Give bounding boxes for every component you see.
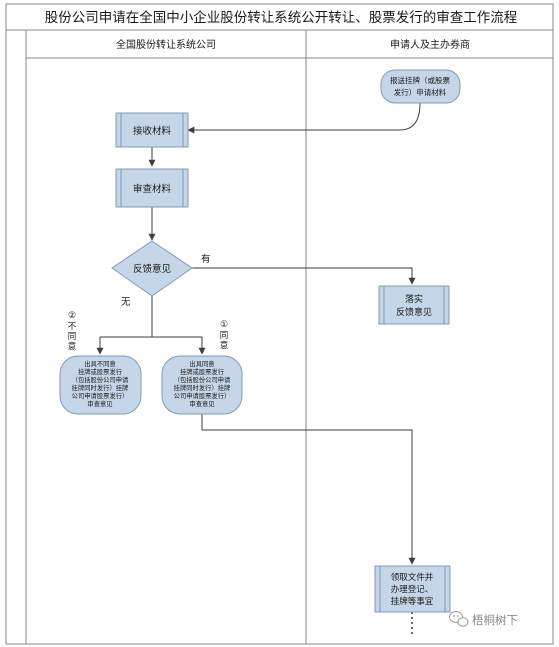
- connector-feedback-no-branch: [100, 296, 202, 338]
- node-submit-line-2: 发行）申请材料: [394, 87, 447, 97]
- label-agree-num: ①: [220, 320, 228, 330]
- node-agree-line-5: 公司申请股票发行）: [174, 391, 231, 400]
- label-agree: ① 同 意: [220, 320, 229, 351]
- node-disagree-line-4: 挂牌同时发行）挂牌: [72, 383, 129, 392]
- label-disagree-num: ②: [68, 311, 76, 321]
- node-disagree-line-5: 公司申请股票发行）: [72, 391, 129, 400]
- label-yes: 有: [201, 253, 211, 265]
- node-review-label: 审查材料: [133, 183, 172, 195]
- node-implement-line-1: 落实: [405, 293, 423, 305]
- node-collect-line-2: 办理登记、: [391, 584, 434, 595]
- label-disagree-char-1: 不: [68, 322, 77, 332]
- label-agree-char-1: 同: [220, 331, 229, 341]
- node-disagree-line-6: 审查意见: [87, 399, 112, 408]
- node-agree-opinion: 出具同意 挂牌或股票发行 （包括股份公司申请 挂牌同时发行）挂牌 公司申请股票发…: [161, 355, 243, 415]
- node-agree-line-6: 审查意见: [189, 399, 214, 408]
- outer-frame: [5, 3, 554, 645]
- node-implement-line-2: 反馈意见: [396, 306, 432, 318]
- node-agree-line-3: （包括股份公司申请: [174, 375, 231, 384]
- node-disagree-opinion: 出具不同意 挂牌或股票发行 （包括股份公司申请 挂牌同时发行）挂牌 公司申请股票…: [59, 355, 142, 415]
- node-collect-line-1: 领取文件并: [391, 572, 434, 583]
- node-submit: 报送挂牌（或股票 发行）申请材料: [380, 69, 461, 104]
- node-receive: 接收材料: [115, 112, 189, 148]
- node-implement: 落实 反馈意见: [378, 285, 450, 325]
- node-disagree-line-2: 挂牌或股票发行: [78, 367, 123, 376]
- wechat-icon: [449, 611, 469, 627]
- lane-title-left: 全国股份转让系统公司: [116, 38, 216, 51]
- watermark-text: 梧桐树下: [472, 613, 518, 627]
- node-feedback-decision: 反馈意见: [111, 240, 193, 297]
- watermark: 梧桐树下: [449, 611, 518, 627]
- node-disagree-line-3: （包括股份公司申请: [72, 375, 129, 384]
- connector-feedback-yes: [192, 267, 416, 285]
- label-disagree-char-2: 同: [68, 332, 77, 342]
- label-no: 无: [121, 297, 131, 308]
- node-agree-line-1: 出具同意: [189, 359, 214, 368]
- label-agree-char-2: 意: [220, 340, 229, 351]
- node-submit-line-1: 报送挂牌（或股票: [390, 75, 450, 85]
- node-feedback-label: 反馈意见: [133, 263, 171, 275]
- node-collect: 领取文件并 办理登记、 挂牌等事宜: [374, 565, 451, 613]
- page-title: 股份公司申请在全国中小企业股份转让系统公开转让、股票发行的审查工作流程: [45, 9, 518, 26]
- node-agree-line-4: 挂牌同时发行）挂牌: [174, 383, 231, 392]
- label-disagree-char-3: 意: [68, 341, 77, 352]
- connector-submit-to-receive: [187, 102, 421, 134]
- node-disagree-line-1: 出具不同意: [84, 359, 115, 368]
- node-agree-line-2: 挂牌或股票发行: [180, 367, 225, 376]
- label-disagree: ② 不 同 意: [68, 311, 77, 352]
- node-receive-label: 接收材料: [133, 125, 172, 137]
- connector-agree-to-collect: [201, 414, 416, 565]
- node-review: 审查材料: [115, 168, 189, 208]
- node-collect-line-3: 挂牌等事宜: [391, 596, 434, 607]
- lane-title-right: 申请人及主办券商: [390, 38, 470, 51]
